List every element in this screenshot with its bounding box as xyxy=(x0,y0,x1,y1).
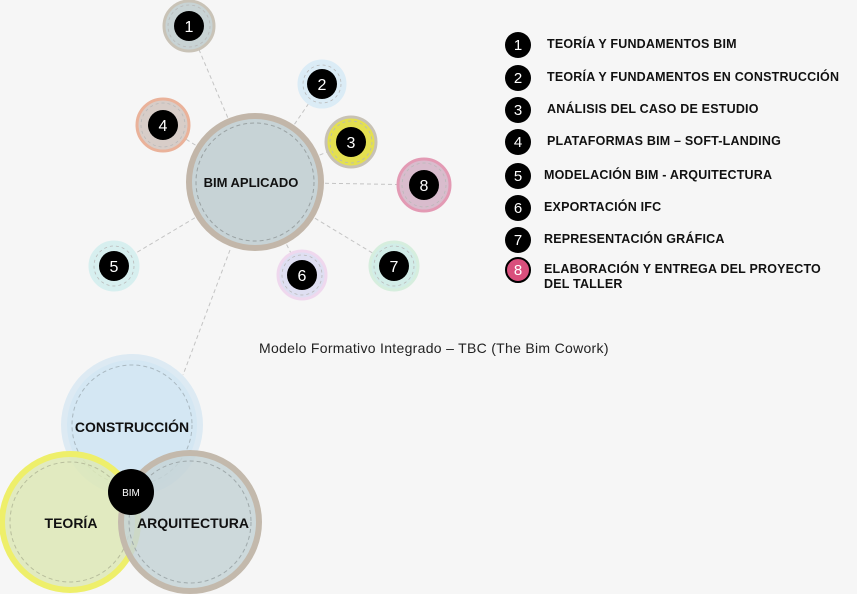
legend-text: EXPORTACIÓN IFC xyxy=(544,200,662,214)
legend-text: ANÁLISIS DEL CASO DE ESTUDIO xyxy=(547,102,759,116)
connector-line-7 xyxy=(254,181,395,267)
connector-line-5 xyxy=(113,181,256,267)
hub-to-venn-line xyxy=(182,249,231,376)
module-node-3: 3 xyxy=(324,115,378,169)
legend-number-badge: 2 xyxy=(505,65,531,91)
module-node-number: 3 xyxy=(347,135,356,152)
legend-item-3: 3 ANÁLISIS DEL CASO DE ESTUDIO xyxy=(505,97,759,123)
module-node-6: 6 xyxy=(276,249,328,301)
module-nodes: 1 2 3 4 5 6 7 8 xyxy=(88,0,452,301)
module-node-number: 5 xyxy=(110,259,119,276)
module-node-number: 4 xyxy=(159,118,168,135)
legend-item-6: 6 EXPORTACIÓN IFC xyxy=(505,195,661,221)
legend-item-8: 8 ELABORACIÓN Y ENTREGA DEL PROYECTO DEL … xyxy=(505,257,844,292)
venn-teoria-label: TEORÍA xyxy=(45,515,98,531)
legend-number-badge: 6 xyxy=(505,195,531,221)
legend-text: PLATAFORMAS BIM – SOFT-LANDING xyxy=(547,134,781,148)
legend-text: TEORÍA Y FUNDAMENTOS BIM xyxy=(547,37,737,51)
module-node-1: 1 xyxy=(162,0,216,53)
venn-arquitectura-circle xyxy=(118,450,262,594)
legend-text: REPRESENTACIÓN GRÁFICA xyxy=(544,232,725,246)
venn-arquitectura-label: ARQUITECTURA xyxy=(137,515,249,531)
legend-item-5: 5 MODELACIÓN BIM - ARQUITECTURA xyxy=(505,163,772,189)
module-node-number: 1 xyxy=(185,19,194,36)
venn-construccion-label: CONSTRUCCIÓN xyxy=(75,418,189,435)
hub-node: BIM APLICADO xyxy=(186,113,324,251)
module-node-number: 7 xyxy=(390,259,399,276)
legend-number-badge: 8 xyxy=(505,257,531,283)
hub-label: BIM APLICADO xyxy=(204,175,299,190)
legend-number-badge: 7 xyxy=(505,227,531,253)
legend-number-badge: 3 xyxy=(505,97,531,123)
legend-item-7: 7 REPRESENTACIÓN GRÁFICA xyxy=(505,227,725,253)
module-node-8: 8 xyxy=(396,157,452,213)
module-node-number: 6 xyxy=(298,268,307,285)
legend-number-badge: 1 xyxy=(505,32,531,58)
legend-item-1: 1 TEORÍA Y FUNDAMENTOS BIM xyxy=(505,32,737,58)
legend-text: ELABORACIÓN Y ENTREGA DEL PROYECTO DEL T… xyxy=(544,262,821,291)
venn-bim-center xyxy=(108,469,154,515)
legend-item-2: 2 TEORÍA Y FUNDAMENTOS EN CONSTRUCCIÓN xyxy=(505,65,839,91)
venn-bim-label: BIM xyxy=(122,488,140,499)
module-node-5: 5 xyxy=(88,240,140,292)
legend-number-badge: 5 xyxy=(505,163,531,189)
legend-number-badge: 4 xyxy=(505,129,531,155)
legend-text: TEORÍA Y FUNDAMENTOS EN CONSTRUCCIÓN xyxy=(547,70,840,84)
diagram-caption: Modelo Formativo Integrado – TBC (The Bi… xyxy=(259,340,609,356)
legend-item-4: 4 PLATAFORMAS BIM – SOFT-LANDING xyxy=(505,129,781,155)
module-node-2: 2 xyxy=(297,59,347,109)
module-node-number: 2 xyxy=(318,77,327,94)
legend-text: MODELACIÓN BIM - ARQUITECTURA xyxy=(544,168,773,182)
module-node-number: 8 xyxy=(420,178,429,195)
venn-diagram: CONSTRUCCIÓN TEORÍA ARQUITECTURA BIM xyxy=(0,354,262,594)
module-node-4: 4 xyxy=(135,97,191,153)
module-node-7: 7 xyxy=(368,240,420,292)
